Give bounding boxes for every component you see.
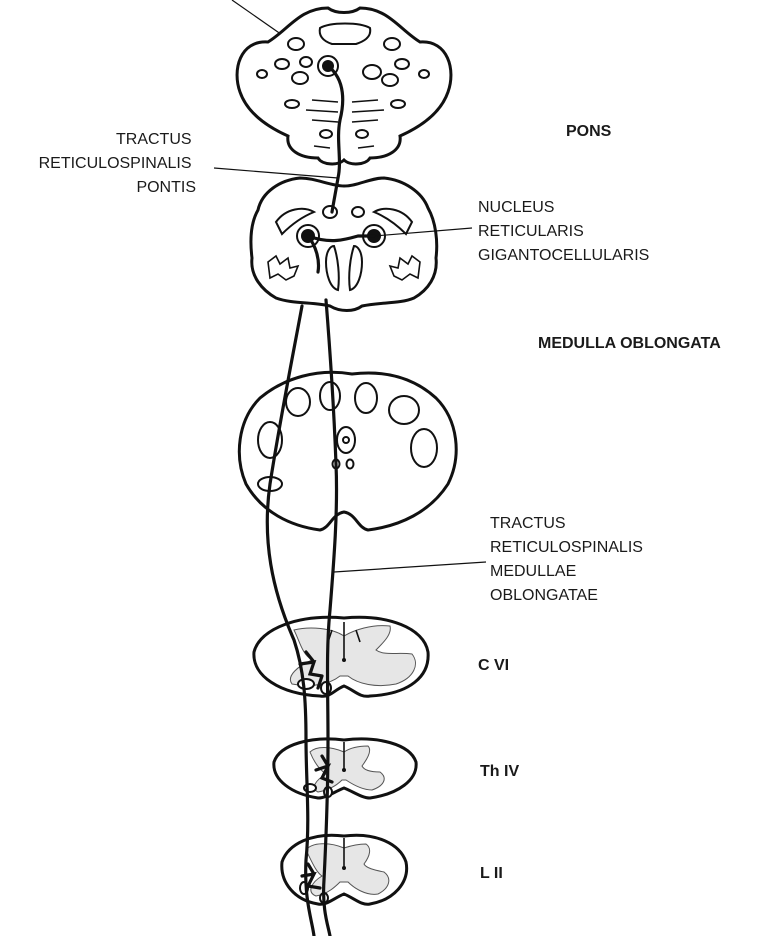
label-l2: L II: [480, 865, 503, 882]
label-c6: C VI: [478, 657, 509, 674]
label-pons: PONS: [566, 123, 612, 140]
l2-section: [282, 835, 407, 904]
label-medulla: MEDULLA OBLONGATA: [538, 335, 721, 352]
label-tractus-medullae: TRACTUS RETICULOSPINALIS MEDULLAE OBLONG…: [490, 515, 647, 604]
th4-section: [274, 739, 416, 798]
medulla-lower-section: [239, 372, 456, 530]
label-th4: Th IV: [480, 763, 519, 780]
label-tractus-medullae-line1: TRACTUS: [490, 515, 566, 532]
label-nucleus-line3: GIGANTOCELLULARIS: [478, 247, 649, 264]
label-nucleus: NUCLEUS RETICULARIS GIGANTOCELLULARIS: [478, 199, 649, 264]
label-tractus-pontis-line3: PONTIS: [136, 179, 196, 196]
label-tractus-pontis: TRACTUS RETICULOSPINALIS PONTIS: [39, 131, 196, 196]
label-nucleus-line2: RETICULARIS: [478, 223, 584, 240]
medulla-upper-section: [251, 178, 437, 311]
label-tractus-medullae-line4: OBLONGATAE: [490, 587, 598, 604]
pons-section: [237, 8, 451, 164]
c6-section: [254, 617, 428, 696]
label-tractus-pontis-line1: TRACTUS: [116, 131, 192, 148]
leader-tractus-medullae: [334, 562, 486, 572]
leader-tractus-pontis: [214, 168, 338, 178]
label-tractus-medullae-line2: RETICULOSPINALIS: [490, 539, 643, 556]
label-tractus-pontis-line2: RETICULOSPINALIS: [39, 155, 192, 172]
label-nucleus-line1: NUCLEUS: [478, 199, 554, 216]
label-tractus-medullae-line3: MEDULLAE: [490, 563, 576, 580]
